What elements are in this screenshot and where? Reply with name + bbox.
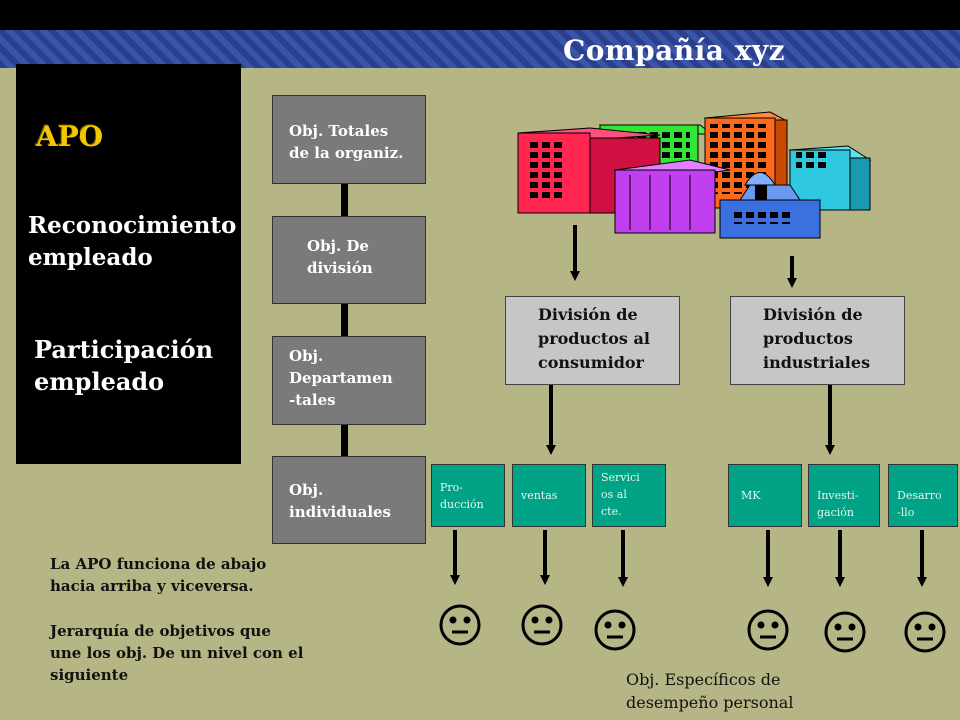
hierarchy-text: división (307, 259, 373, 277)
neutral-face-icon (521, 604, 563, 646)
dept-text: cte. (601, 505, 622, 518)
apo-heading: APO (36, 120, 104, 153)
participation-line-1: Participación (34, 335, 214, 364)
dept-box-produccion: Pro- ducción (431, 464, 505, 527)
recognition-line-2: empleado (28, 244, 153, 271)
neutral-face-icon (904, 611, 946, 653)
hierarchy-box-division: Obj. De división (272, 216, 426, 304)
note-text: La APO funciona de abajo (50, 555, 267, 573)
dept-text: Servici (601, 471, 640, 484)
dept-box-ventas: ventas (512, 464, 586, 527)
hierarchy-box-department: Obj. Departamen -tales (272, 336, 426, 425)
participation-line-2: empleado (34, 367, 165, 396)
faces (439, 604, 946, 653)
division-text: productos al (538, 329, 650, 348)
division-text: industriales (763, 353, 871, 372)
hierarchy-text: Obj. De (307, 237, 369, 255)
title-band (0, 30, 960, 68)
neutral-face-icon (594, 609, 636, 651)
dept-text: Pro- (440, 481, 463, 494)
hierarchy-box-organization: Obj. Totales de la organiz. (272, 95, 426, 184)
dept-text: os al (601, 488, 627, 501)
dept-text: ducción (440, 498, 484, 511)
page-title: Compañía xyz (563, 34, 786, 67)
hierarchy-connector (341, 184, 348, 464)
dept-box-mk: MK (728, 464, 802, 527)
top-black-bar (0, 0, 960, 30)
neutral-face-icon (747, 609, 789, 651)
recognition-line-1: Reconocimiento (28, 212, 237, 239)
note-text: hacia arriba y viceversa. (50, 577, 254, 595)
hierarchy-text: de la organiz. (289, 144, 404, 162)
hierarchy-text: Departamen (289, 369, 393, 387)
hierarchy-text: individuales (289, 503, 392, 521)
division-text: División de (763, 305, 863, 324)
division-text: División de (538, 305, 638, 324)
dept-text: ventas (521, 489, 558, 502)
left-panel (16, 64, 241, 464)
note-text: Jerarquía de objetivos que (50, 622, 271, 640)
division-text: consumidor (538, 353, 644, 372)
note-text: siguiente (50, 666, 129, 684)
dept-text: gación (817, 506, 854, 519)
footer-text: desempeño personal (626, 693, 794, 712)
neutral-face-icon (824, 611, 866, 653)
neutral-face-icon (439, 604, 481, 646)
footer-caption: Obj. Específicos de desempeño personal (626, 668, 793, 714)
recognition-text: Reconocimiento empleado (28, 210, 236, 274)
note-text: une los obj. De un nivel con el (50, 644, 304, 662)
dept-box-servicios: Servici os al cte. (592, 464, 666, 527)
hierarchy-text: Obj. (289, 481, 324, 499)
note-bottom-up: La APO funciona de abajo hacia arriba y … (50, 553, 266, 597)
dept-text: Investi- (817, 489, 859, 502)
participation-text: Participación empleado (34, 334, 213, 398)
dept-box-desarrollo: Desarro -llo (888, 464, 958, 527)
note-hierarchy: Jerarquía de objetivos que une los obj. … (50, 620, 303, 686)
buildings-icon (517, 111, 872, 239)
division-box-consumer: División de productos al consumidor (505, 296, 680, 385)
division-box-industrial: División de productos industriales (730, 296, 905, 385)
dept-box-investigacion: Investi- gación (808, 464, 880, 527)
hierarchy-text: Obj. Totales (289, 122, 389, 140)
dept-text: MK (741, 489, 761, 502)
hierarchy-text: Obj. (289, 347, 324, 365)
footer-text: Obj. Específicos de (626, 670, 781, 689)
division-text: productos (763, 329, 853, 348)
hierarchy-box-individual: Obj. individuales (272, 456, 426, 544)
hierarchy-text: -tales (289, 391, 336, 409)
dept-text: -llo (897, 506, 915, 519)
dept-text: Desarro (897, 489, 942, 502)
